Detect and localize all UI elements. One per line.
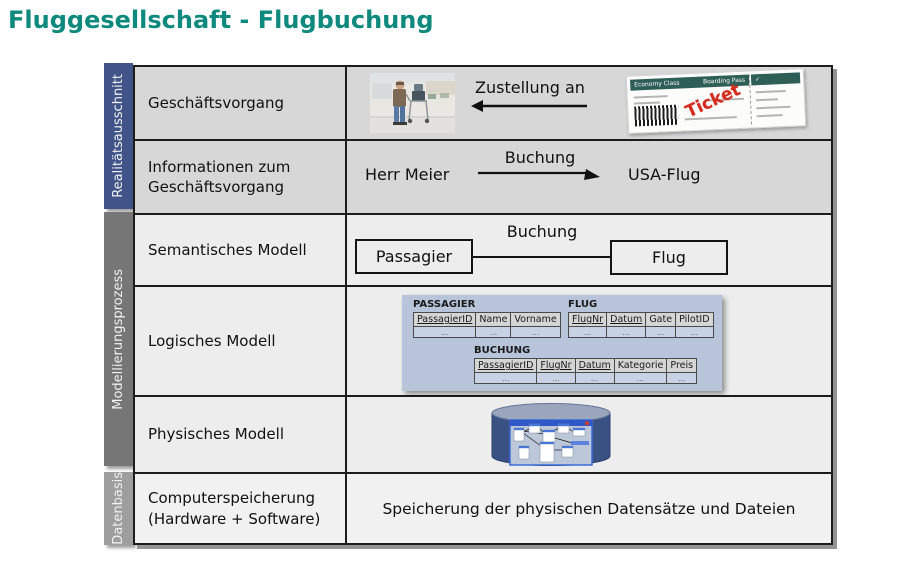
table-buchung: BUCHUNG PassagierID FlugNr Datum Kategor… [473,345,698,384]
row-label-storage: Computerspeicherung (Hardware + Software… [135,474,347,543]
ticket-class-label: Economy Class [634,79,680,89]
sidebar-database-label: Datenbasis [111,472,126,545]
table-passagier: PASSAGIER PassagierID Name Vorname ... .… [412,299,561,338]
logical-content: PASSAGIER PassagierID Name Vorname ... .… [347,287,831,397]
row-logical: Logisches Modell PASSAGIER PassagierID N… [135,287,831,397]
physical-content [347,397,831,474]
delivery-label: Zustellung an [475,78,585,97]
sidebar-modeling: Modellierungsprozess [104,212,133,466]
passenger-photo [370,73,455,133]
boarding-pass: Economy Class Boarding Pass ✓ Ticket [625,68,807,134]
booking-arrow-label: Buchung [504,148,576,167]
row-information: Informationen zum Geschäftsvorgang Herr … [135,141,831,215]
model-table: Geschäftsvorgang [133,65,833,545]
database-cylinder-icon [491,403,611,466]
row-label-physical: Physisches Modell [135,397,347,474]
booking-arrow: Buchung [475,148,605,187]
information-subject: Herr Meier [365,165,450,184]
information-content: Herr Meier Buchung USA-Flug [347,141,831,215]
row-label-logical: Logisches Modell [135,287,347,397]
business-content: Zustellung an Economy Class Boarding Pas… [347,67,831,141]
row-semantic: Semantisches Modell Passagier Buchung Fl… [135,215,831,287]
right-arrow-icon [478,169,600,180]
entity-passagier-box: Passagier [355,239,473,274]
row-label-information: Informationen zum Geschäftsvorgang [135,141,347,215]
sidebar-modeling-label: Modellierungsprozess [111,268,126,410]
sidebar-reality-label: Realitätsausschnitt [111,74,126,198]
logical-model-panel: PASSAGIER PassagierID Name Vorname ... .… [402,295,722,391]
ticket-barcode [634,104,679,127]
row-physical: Physisches Modell [135,397,831,474]
information-object: USA-Flug [628,165,701,184]
row-label-semantic: Semantisches Modell [135,215,347,287]
row-business: Geschäftsvorgang [135,67,831,141]
storage-text: Speicherung der physischen Datensätze un… [382,499,796,518]
delivery-annotation: Zustellung an [470,78,590,116]
sidebar-reality: Realitätsausschnitt [104,63,133,209]
entity-flug-box: Flug [610,240,728,275]
sidebar-database: Datenbasis [104,472,133,545]
row-label-business: Geschäftsvorgang [135,67,347,141]
row-storage: Computerspeicherung (Hardware + Software… [135,474,831,543]
page-title: Fluggesellschaft - Flugbuchung [8,6,434,34]
semantic-content: Passagier Buchung Flug [347,215,831,287]
relation-line [473,256,610,258]
storage-content: Speicherung der physischen Datensätze un… [347,474,831,543]
relation-label: Buchung [506,222,578,241]
table-flug: FLUG FlugNr Datum Gate PilotID ... ... [567,299,714,338]
ticket-stub-band: ✓ [750,72,801,86]
left-arrow-icon [471,100,587,112]
